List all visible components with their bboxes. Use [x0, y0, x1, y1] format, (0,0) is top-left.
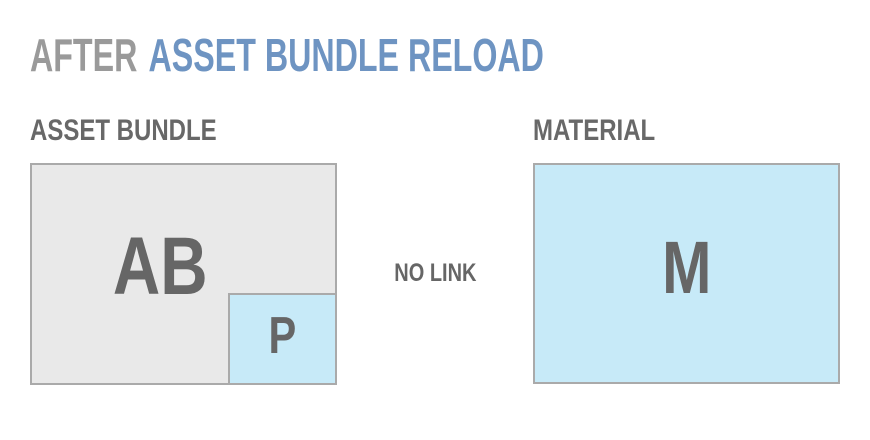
asset-bundle-box: AB P — [30, 163, 337, 385]
material-heading: MATERIAL — [533, 114, 656, 147]
material-letter: M — [661, 225, 712, 309]
link-status: NO LINK — [337, 163, 533, 384]
page-title-prefix: AFTER — [30, 29, 138, 81]
asset-bundle-letter: AB — [113, 221, 208, 312]
asset-bundle-heading: ASSET BUNDLE — [30, 114, 217, 147]
prefab-letter: P — [268, 307, 297, 365]
page-title-highlight: ASSET BUNDLE RELOAD — [148, 29, 544, 81]
link-status-label: NO LINK — [393, 259, 477, 287]
prefab-sub-box: P — [228, 293, 337, 385]
material-box: M — [533, 163, 840, 384]
